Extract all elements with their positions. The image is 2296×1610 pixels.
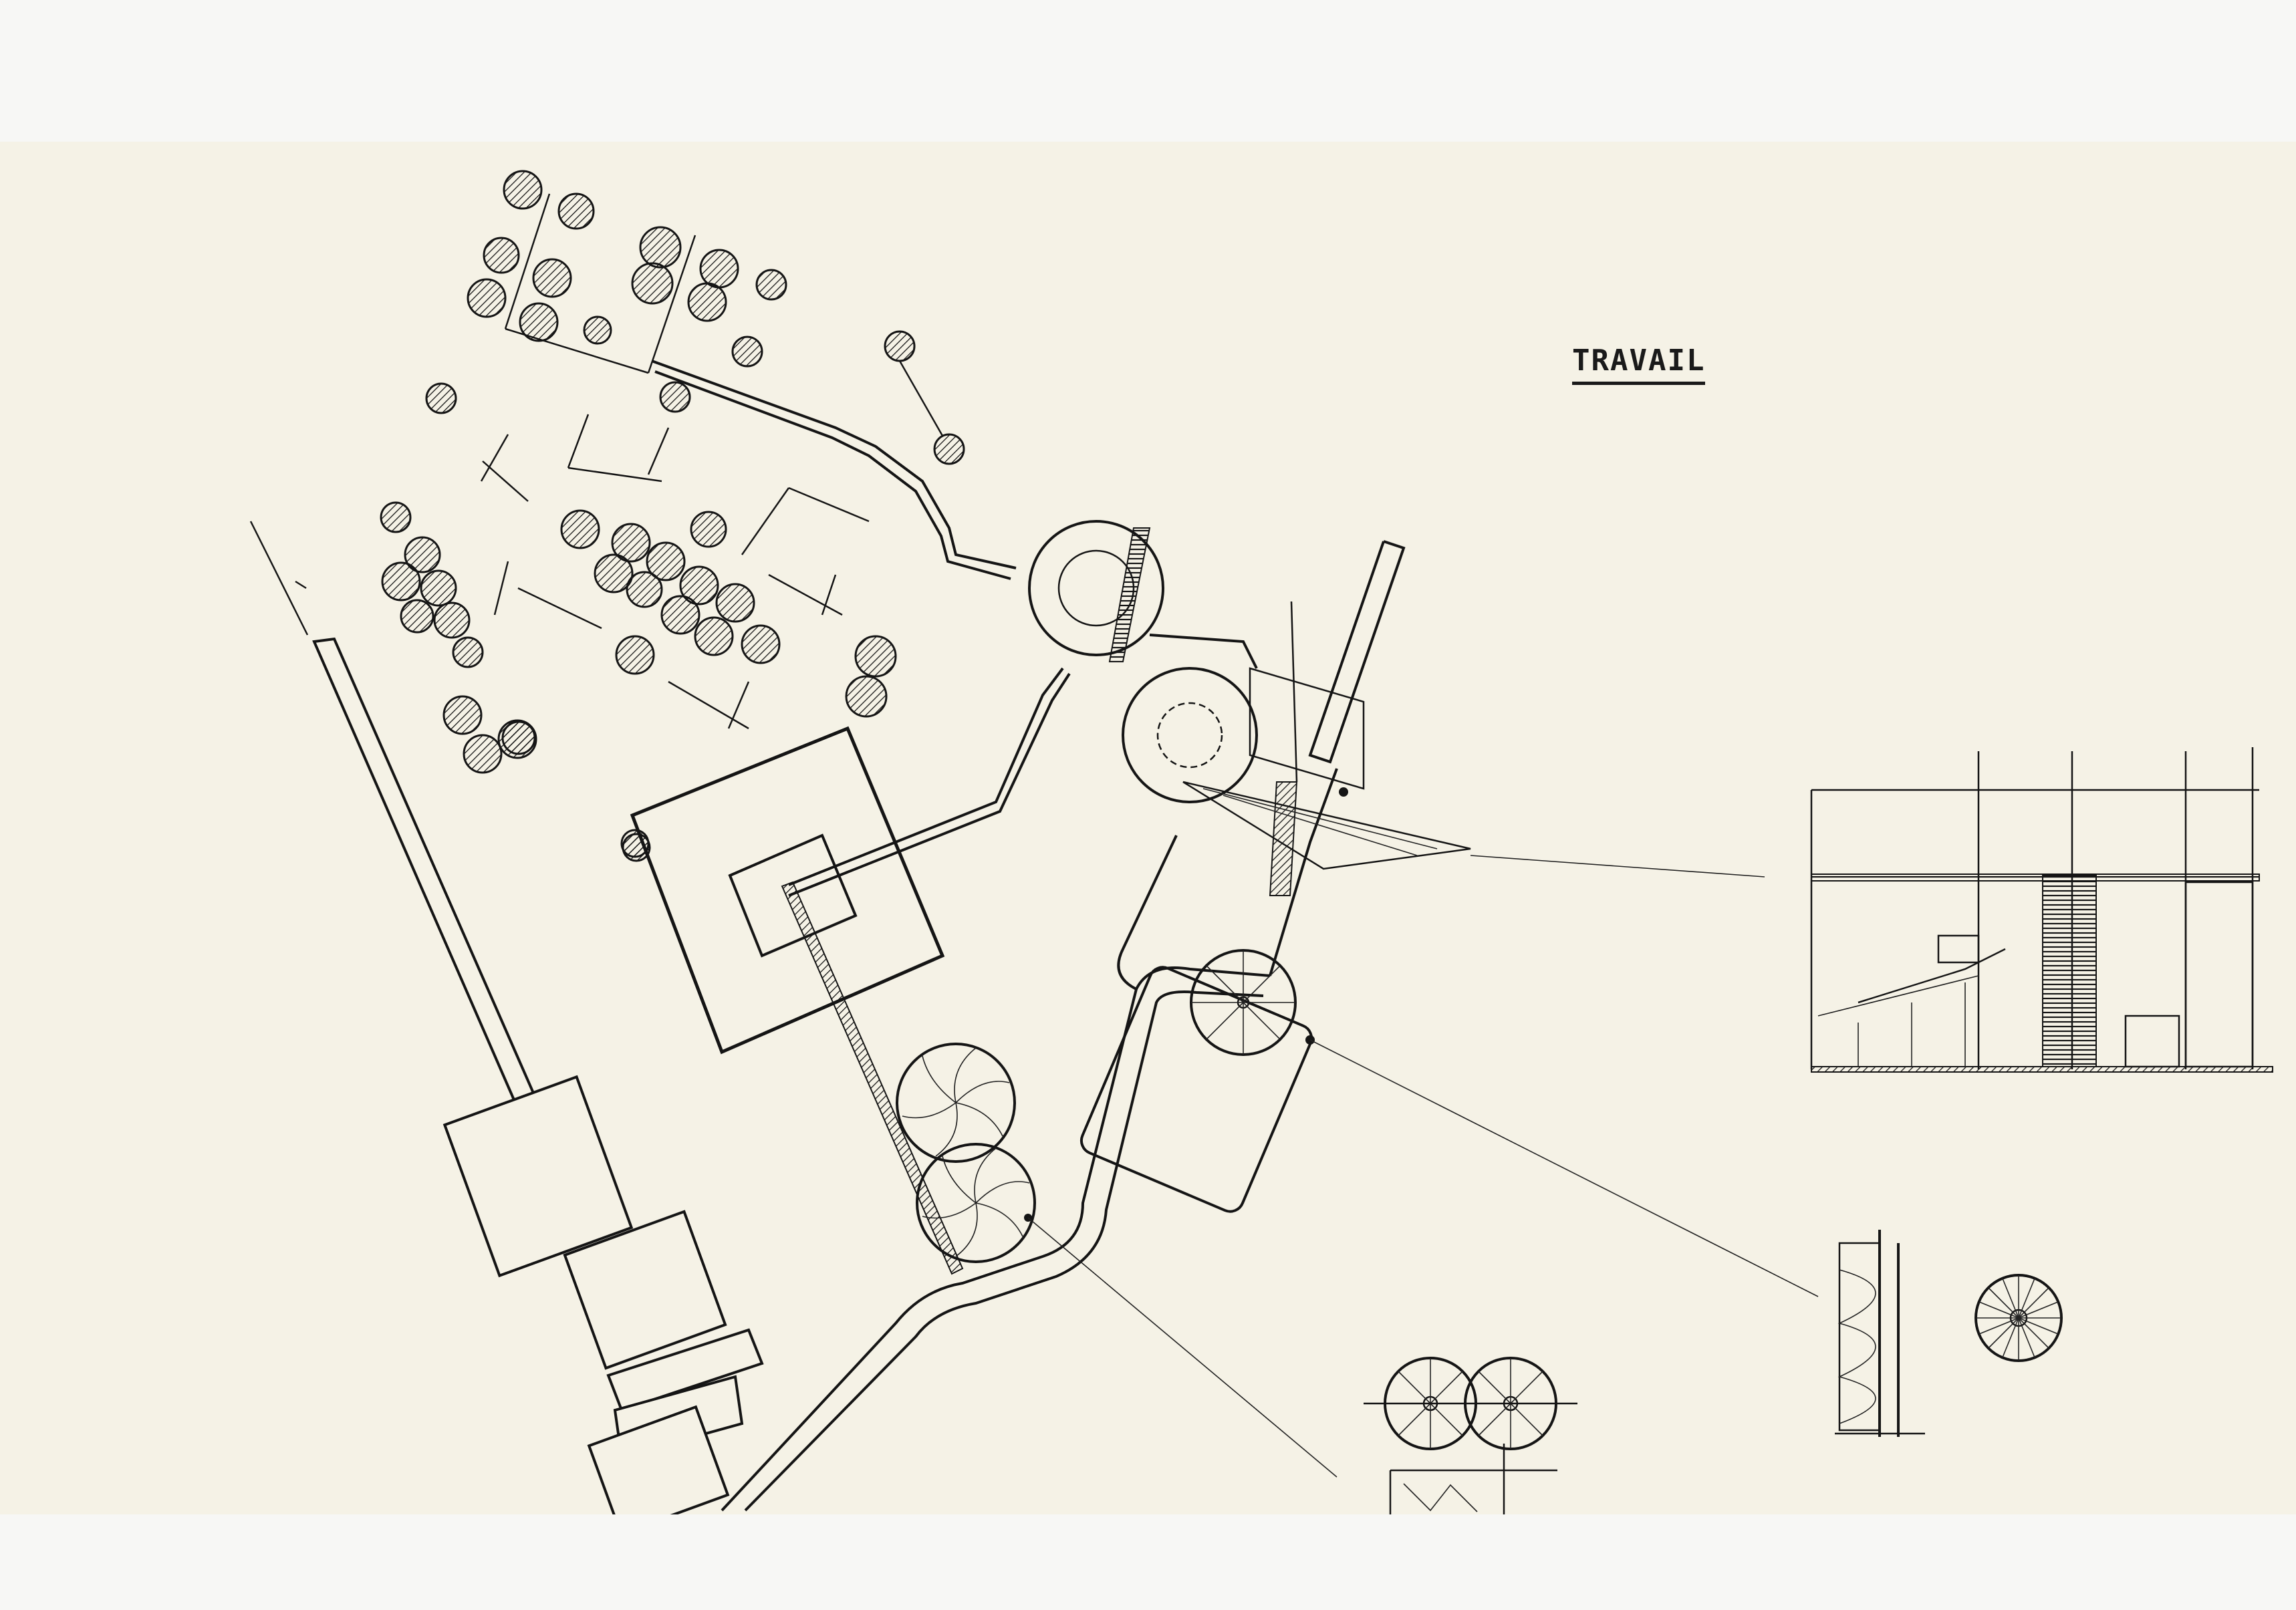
section-elevation	[1810, 747, 2273, 1073]
drawing-title: TRAVAIL	[1572, 344, 1706, 385]
rotunda	[1028, 520, 1471, 896]
spiral-stair-detail	[1835, 1230, 2063, 1437]
garden-paths	[651, 360, 1338, 1512]
main-square-building	[622, 726, 945, 1055]
north-arrow	[249, 521, 309, 636]
spiral-stairs-plan	[896, 855, 1819, 1478]
double-spiral-detail	[1364, 1357, 1577, 1514]
site-plan-drawing	[249, 170, 2273, 1514]
tree-grove-middle	[380, 414, 897, 858]
drawing-sheet: TRAVAIL	[0, 142, 2296, 1514]
tree-grove-north	[425, 170, 965, 465]
long-access-wall	[312, 637, 764, 1514]
